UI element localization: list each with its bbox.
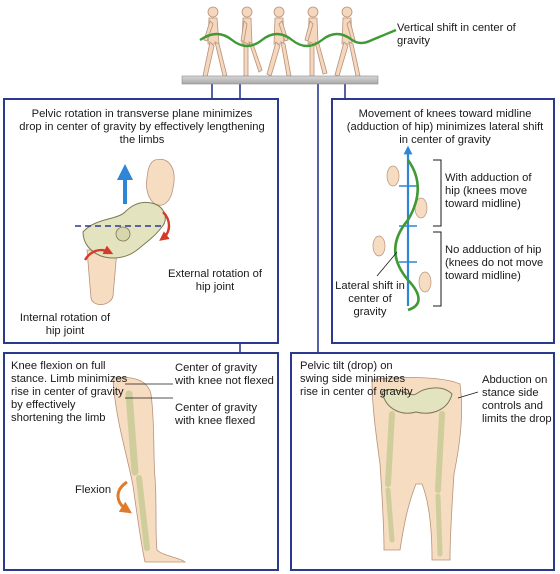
flexion-arrow: [116, 480, 132, 514]
internal-rotation-arrow: [83, 245, 114, 261]
abduction-label: Abduction on stance side controls and li…: [482, 374, 552, 425]
pelvic-rotation-title: Pelvic rotation in transverse plane mini…: [19, 108, 265, 146]
walking-figure-4: [304, 6, 328, 77]
pelvis: [381, 387, 453, 414]
internal-rotation-label: Internal rotation of hip joint: [19, 312, 111, 337]
vertical-shift-wave: [199, 28, 397, 48]
footprints: [372, 165, 432, 293]
no-adduction-label: No adduction of hip (knees do not move t…: [445, 244, 544, 282]
femur: [125, 390, 139, 476]
flexion-label: Flexion: [75, 484, 112, 496]
vertical-shift-label: Vertical shift in center of gravity: [397, 22, 516, 47]
external-rotation-label: External rotation of hip joint: [168, 268, 262, 293]
upper-foot: [146, 158, 175, 206]
walking-figure-3: [266, 6, 292, 77]
cog-lines: [125, 383, 173, 399]
right-tibia: [435, 493, 443, 557]
sacrum: [115, 226, 131, 242]
lateral-shift-leader: [376, 251, 398, 277]
panel-knee-movement: Movement of knees toward midline (adduct…: [331, 98, 555, 344]
panel-pelvic-tilt: Pelvic tilt (drop) on swing side minimiz…: [290, 352, 555, 571]
panel-knee-flexion: Knee flexion on full stance. Limb minimi…: [3, 352, 279, 571]
knee-movement-title: Movement of knees toward midline (adduct…: [346, 108, 544, 146]
pelvic-tilt-illustration: [371, 376, 479, 561]
pelvic-rotation-illustration: [75, 158, 175, 305]
pelvic-tilt-title: Pelvic tilt (drop) on swing side minimiz…: [300, 360, 413, 398]
knee-movement-illustration: [372, 145, 442, 312]
walking-figures: [202, 6, 361, 78]
walking-figure-1: [202, 6, 228, 78]
left-femur: [385, 411, 395, 487]
knee-flexion-illustration: [112, 377, 186, 563]
knee-flexion-title: Knee flexion on full stance. Limb minimi…: [11, 360, 128, 424]
tibia: [136, 475, 150, 551]
brackets: [433, 159, 442, 307]
cog-flexed-label: Center of gravity with knee flexed: [175, 402, 258, 427]
cog-not-flexed-label: Center of gravity with knee not flexed: [175, 362, 274, 387]
walking-figure-2: [240, 6, 263, 77]
external-rotation-arrow: [159, 211, 171, 241]
walking-floor: [181, 75, 379, 85]
right-femur: [435, 411, 445, 493]
lateral-shift-label: Lateral shift in center of gravity: [335, 280, 405, 318]
panel-pelvic-rotation: Pelvic rotation in transverse plane mini…: [3, 98, 279, 344]
left-tibia: [385, 487, 395, 543]
lower-leg: [86, 249, 118, 305]
abduction-leader: [457, 391, 479, 399]
with-adduction-label: With adduction of hip (knees move toward…: [445, 172, 532, 210]
lateral-shift-wave: [394, 159, 420, 312]
